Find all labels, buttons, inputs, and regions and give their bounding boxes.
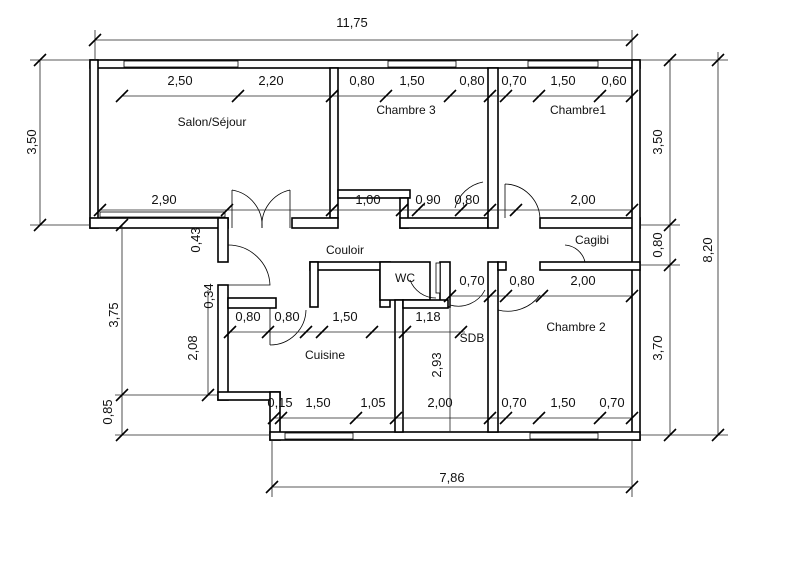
dim-0-43: 0,43 <box>188 227 203 252</box>
windows <box>99 60 599 440</box>
row-kitchen-dims: 0,80 0,80 1,50 1,18 <box>235 309 440 324</box>
right-dim-bottom: 3,70 <box>650 335 665 360</box>
dim-label: 0,70 <box>459 273 484 288</box>
left-dim-bottom: 0,85 <box>100 399 115 424</box>
dim-label: 0,70 <box>501 395 526 410</box>
walls <box>89 59 641 441</box>
room-chambre1: Chambre1 <box>550 103 606 117</box>
dim-0-34: 0,34 <box>201 283 216 308</box>
dim-label: 0,80 <box>274 309 299 324</box>
dim-label: 1,50 <box>305 395 330 410</box>
left-dim-middle: 3,75 <box>106 302 121 327</box>
row-bottom-dims: 0,15 1,50 1,05 2,00 0,70 1,50 0,70 <box>267 395 624 410</box>
dim-label: 2,00 <box>570 273 595 288</box>
dim-label: 0,60 <box>601 73 626 88</box>
dim-label: 2,50 <box>167 73 192 88</box>
right-dim-middle: 0,80 <box>650 232 665 257</box>
dim-label: 2,00 <box>427 395 452 410</box>
dim-label: 1,05 <box>360 395 385 410</box>
sdb-height: 2,93 <box>429 352 444 377</box>
room-couloir: Couloir <box>326 243 364 257</box>
dimension-ticks <box>33 33 725 494</box>
dim-label: 2,20 <box>258 73 283 88</box>
left-dim-top: 3,50 <box>24 129 39 154</box>
dim-label: 0,70 <box>501 73 526 88</box>
doors <box>227 181 586 346</box>
dim-label: 1,50 <box>332 309 357 324</box>
dim-label: 1,18 <box>415 309 440 324</box>
room-cagibi: Cagibi <box>575 233 609 247</box>
room-cuisine: Cuisine <box>305 348 345 362</box>
dim-label: 0,80 <box>349 73 374 88</box>
room-chambre3: Chambre 3 <box>376 103 436 117</box>
row-lower-mid-dims: 0,70 0,80 2,00 <box>459 273 595 288</box>
room-wc: WC <box>395 271 415 285</box>
room-chambre2: Chambre 2 <box>546 320 606 334</box>
dim-label: 0,80 <box>509 273 534 288</box>
room-sdb: SDB <box>460 331 485 345</box>
kitchen-height: 2,08 <box>185 335 200 360</box>
overall-height: 8,20 <box>700 237 715 262</box>
dim-label: 2,00 <box>570 192 595 207</box>
dimension-lines <box>30 30 728 497</box>
dim-label: 0,15 <box>267 395 292 410</box>
overall-width: 11,75 <box>336 15 368 30</box>
dim-label: 0,70 <box>599 395 624 410</box>
room-salon: Salon/Séjour <box>178 115 247 129</box>
dim-label: 1,50 <box>399 73 424 88</box>
right-dim-top: 3,50 <box>650 129 665 154</box>
row-upper-mid-dims: 2,90 1,00 0,90 0,80 2,00 <box>151 192 595 207</box>
dim-label: 0,80 <box>454 192 479 207</box>
row-top-dims: 2,50 2,20 0,80 1,50 0,80 0,70 1,50 0,60 <box>167 73 626 88</box>
dim-label: 1,50 <box>550 395 575 410</box>
bottom-width: 7,86 <box>439 470 464 485</box>
dim-label: 0,80 <box>459 73 484 88</box>
dim-label: 1,00 <box>355 192 380 207</box>
dim-label: 1,50 <box>550 73 575 88</box>
dim-label: 0,90 <box>415 192 440 207</box>
dim-label: 2,90 <box>151 192 176 207</box>
dim-label: 0,80 <box>235 309 260 324</box>
